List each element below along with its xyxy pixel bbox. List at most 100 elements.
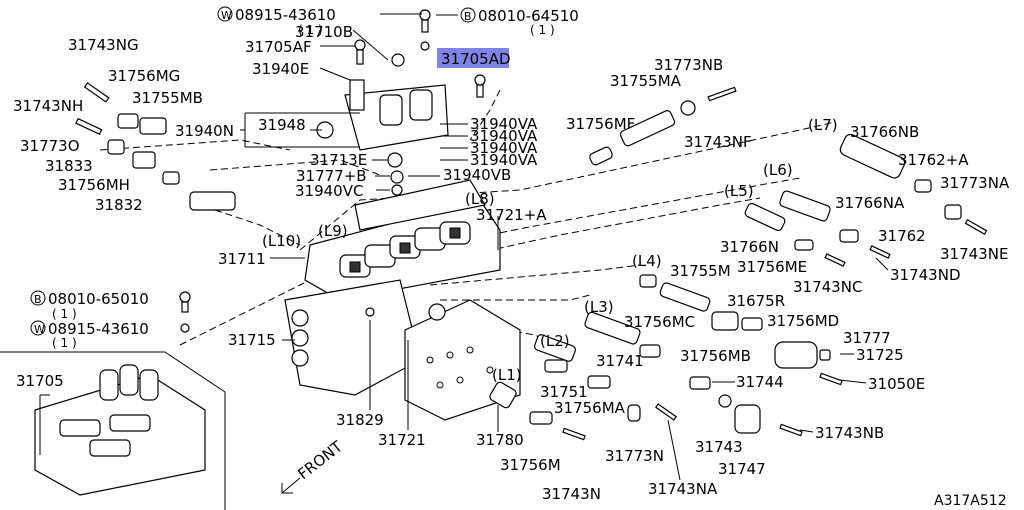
bolt-prefix: W bbox=[221, 9, 232, 22]
label-31705AF: 31705AF bbox=[245, 38, 312, 56]
label-31948: 31948 bbox=[258, 116, 306, 134]
label-31756MD: 31756MD bbox=[767, 312, 839, 330]
label-31744: 31744 bbox=[736, 373, 784, 391]
label-31743NA: 31743NA bbox=[648, 480, 718, 498]
bolt-number: 08915-43610 bbox=[235, 6, 336, 24]
label-L1: (L1) bbox=[492, 366, 522, 384]
label-31710B: 31710B bbox=[295, 23, 353, 41]
label-L4: (L4) bbox=[632, 252, 662, 270]
label-L2: (L2) bbox=[540, 332, 570, 350]
label-31721: 31721 bbox=[378, 431, 426, 449]
diagram-reference-code: A317A512 bbox=[934, 493, 1007, 509]
bolt-number: 08010-64510 bbox=[478, 7, 579, 25]
label-31773N: 31773N bbox=[605, 447, 664, 465]
bolt-qty: ( 1 ) bbox=[52, 336, 77, 350]
label-31773O: 31773O bbox=[20, 137, 80, 155]
label-31743NH: 31743NH bbox=[13, 97, 83, 115]
label-L5: (L5) bbox=[724, 182, 754, 200]
bolt-prefix: B bbox=[34, 293, 42, 306]
bolt-qty: ( 1 ) bbox=[530, 23, 555, 37]
label-31743: 31743 bbox=[695, 438, 743, 456]
label-31747: 31747 bbox=[718, 460, 766, 478]
bolt-prefix: W bbox=[34, 323, 45, 336]
label-31751: 31751 bbox=[540, 383, 588, 401]
label-31756MA: 31756MA bbox=[554, 399, 626, 417]
bolt-qty: ( 1 ) bbox=[52, 307, 77, 321]
inset-assembly-box bbox=[0, 351, 226, 510]
bolt-callout-left-w: W 08915-43610 ( 1 ) bbox=[30, 320, 149, 350]
label-31777: 31777 bbox=[843, 329, 891, 347]
label-L8: (L8) bbox=[465, 190, 495, 208]
label-31832: 31832 bbox=[95, 196, 143, 214]
label-31833: 31833 bbox=[45, 157, 93, 175]
label-31743NE: 31743NE bbox=[940, 245, 1008, 263]
label-L9: (L9) bbox=[318, 222, 348, 240]
right-valves bbox=[489, 86, 988, 441]
label-31829: 31829 bbox=[336, 411, 384, 429]
label-31743NC: 31743NC bbox=[793, 278, 862, 296]
label-L7: (L7) bbox=[808, 116, 838, 134]
label-31675R: 31675R bbox=[727, 292, 785, 310]
label-31940N: 31940N bbox=[175, 122, 234, 140]
label-31755MB: 31755MB bbox=[132, 89, 203, 107]
bolt-qty: ( 1 ) bbox=[298, 23, 323, 37]
label-31777B: 31777+B bbox=[296, 167, 367, 185]
part-labels: 31743NG 31710B 31705AF 31705AD 31940E 31… bbox=[13, 23, 1010, 503]
label-31743NF: 31743NF bbox=[684, 133, 752, 151]
valve-body-upper bbox=[304, 179, 501, 301]
label-31766N: 31766N bbox=[720, 238, 779, 256]
label-31940VC: 31940VC bbox=[295, 182, 363, 200]
label-31743NB: 31743NB bbox=[815, 424, 884, 442]
label-31940VA-1: 31940VA bbox=[470, 115, 538, 133]
label-31743NG: 31743NG bbox=[68, 36, 139, 54]
label-31940VB: 31940VB bbox=[443, 166, 511, 184]
bolt-callout-top-b: B 08010-64510 ( 1 ) bbox=[460, 7, 579, 37]
label-31705: 31705 bbox=[16, 372, 64, 390]
label-31756ME: 31756ME bbox=[737, 258, 807, 276]
front-label: FRONT bbox=[294, 437, 346, 483]
valve-body-lower bbox=[404, 299, 521, 421]
bolt-number: 08010-65010 bbox=[48, 290, 149, 308]
leader-lines bbox=[39, 13, 889, 481]
label-31715: 31715 bbox=[228, 331, 276, 349]
label-31756MB: 31756MB bbox=[680, 347, 751, 365]
label-31756MG: 31756MG bbox=[108, 67, 180, 85]
label-31711: 31711 bbox=[218, 250, 266, 268]
label-31762A: 31762+A bbox=[898, 151, 969, 169]
front-arrow-icon bbox=[281, 477, 301, 494]
separator-plate bbox=[284, 279, 421, 396]
label-L6: (L6) bbox=[763, 161, 793, 179]
label-31756MH: 31756MH bbox=[58, 176, 130, 194]
label-31725: 31725 bbox=[856, 346, 904, 364]
label-31766NB: 31766NB bbox=[850, 123, 919, 141]
label-31756MC: 31756MC bbox=[624, 313, 695, 331]
label-31050E: 31050E bbox=[868, 375, 925, 393]
label-31773NA: 31773NA bbox=[940, 174, 1010, 192]
label-31705AD: 31705AD bbox=[441, 50, 511, 68]
label-31721A: 31721+A bbox=[476, 206, 547, 224]
label-31940VA-3: 31940VA bbox=[470, 139, 538, 157]
label-31756MF: 31756MF bbox=[566, 115, 635, 133]
label-31755MA: 31755MA bbox=[610, 72, 682, 90]
label-31713E: 31713E bbox=[310, 151, 367, 169]
bolt-prefix: B bbox=[464, 10, 472, 23]
highlight-31705AD bbox=[437, 48, 509, 68]
label-31780: 31780 bbox=[476, 431, 524, 449]
label-31741: 31741 bbox=[596, 352, 644, 370]
bolt-number: 08915-43610 bbox=[48, 320, 149, 338]
label-31940E: 31940E bbox=[252, 60, 309, 78]
label-31762: 31762 bbox=[878, 227, 926, 245]
bolt-callout-left-b: B 08010-65010 ( 1 ) bbox=[30, 290, 149, 321]
label-31766NA: 31766NA bbox=[835, 194, 905, 212]
solenoid-assembly bbox=[316, 79, 449, 196]
fasteners bbox=[179, 9, 486, 333]
label-31940VA-2: 31940VA bbox=[470, 127, 538, 145]
left-valves bbox=[75, 82, 236, 211]
label-31773NB: 31773NB bbox=[654, 56, 723, 74]
label-31743ND: 31743ND bbox=[890, 266, 961, 284]
label-31756M: 31756M bbox=[500, 456, 561, 474]
label-L10: (L10) bbox=[262, 232, 301, 250]
bolt-callout-top-w: W 08915-43610 ( 1 ) bbox=[217, 6, 336, 37]
label-31743N: 31743N bbox=[542, 485, 601, 503]
